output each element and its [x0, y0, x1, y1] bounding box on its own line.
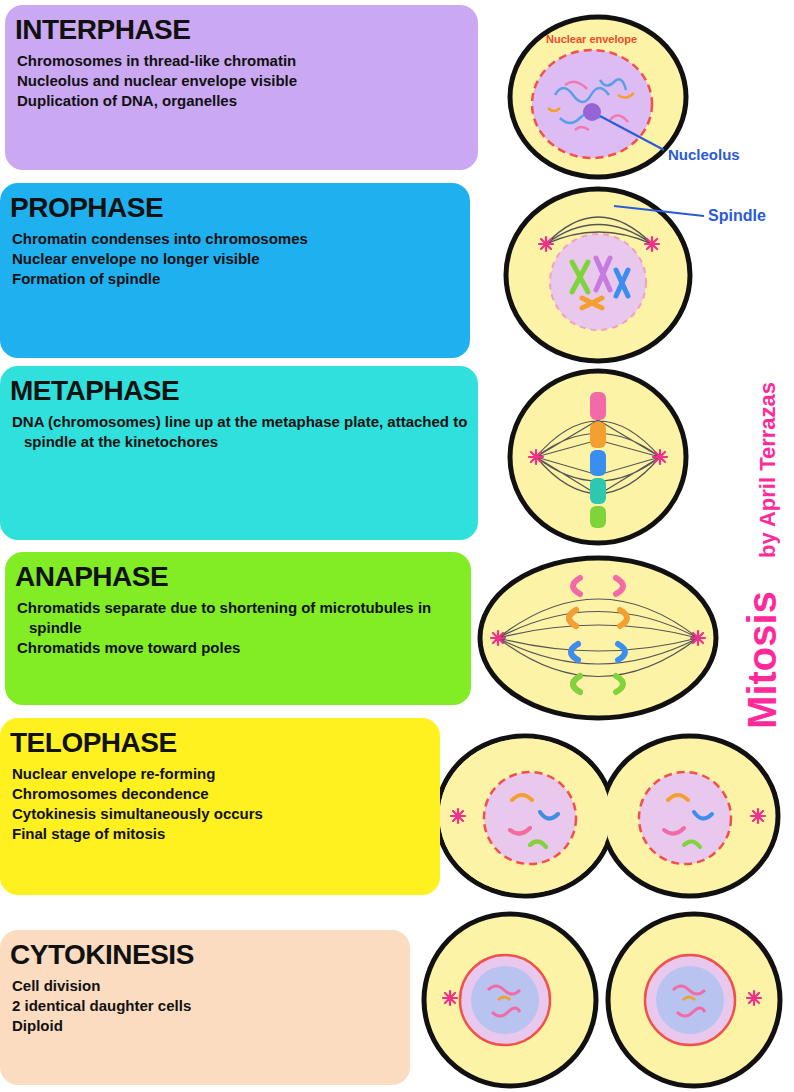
phase-note: Duplication of DNA, organelles [15, 91, 468, 111]
prophase-cell [506, 189, 704, 361]
phase-note: Cell division [10, 976, 400, 996]
phase-heading: CYTOKINESIS [10, 938, 400, 972]
metaphase-cell [510, 371, 686, 543]
phase-box: METAPHASE DNA (chromosomes) line up at th… [0, 366, 478, 540]
nuclear-envelope-label: Nuclear envelope [546, 33, 637, 45]
phase-box: TELOPHASE Nuclear envelope re-formingChro… [0, 718, 440, 895]
phase-note: Formation of spindle [10, 269, 460, 289]
interphase-cell [510, 17, 686, 177]
phase-note: Chromatids separate due to shortening of… [15, 598, 461, 638]
anaphase-cell [480, 558, 716, 718]
phase-note: Diploid [10, 1016, 400, 1036]
author-label: by April Terrazas [755, 382, 781, 558]
phase-note: Chromatids move toward poles [15, 638, 461, 658]
phase-heading: INTERPHASE [15, 13, 468, 47]
phase-note: Chromosomes decondence [10, 784, 430, 804]
nucleolus-label: Nucleolus [668, 146, 740, 163]
phase-note: Final stage of mitosis [10, 824, 430, 844]
phase-note: DNA (chromosomes) line up at the metapha… [10, 412, 468, 452]
phase-heading: ANAPHASE [15, 560, 461, 594]
phase-note: Cytokinesis simultaneously occurs [10, 804, 430, 824]
spindle-label: Spindle [708, 207, 766, 225]
phase-heading: METAPHASE [10, 374, 468, 408]
phase-box: CYTOKINESIS Cell division2 identical daug… [0, 930, 410, 1085]
phase-note: Nucleolus and nuclear envelope visible [15, 71, 468, 91]
phase-note: Nuclear envelope no longer visible [10, 249, 460, 269]
daughter-cells [424, 914, 780, 1086]
phase-note: Chromosomes in thread-like chromatin [15, 51, 468, 71]
phase-note: Nuclear envelope re-forming [10, 764, 430, 784]
phase-box: PROPHASE Chromatin condenses into chromos… [0, 183, 470, 358]
phase-heading: TELOPHASE [10, 726, 430, 760]
phase-note: Chromatin condenses into chromosomes [10, 229, 460, 249]
telophase-cell [437, 736, 778, 896]
phase-box: INTERPHASE Chromosomes in thread-like chr… [5, 5, 478, 170]
phase-note: 2 identical daughter cells [10, 996, 400, 1016]
phase-box: ANAPHASE Chromatids separate due to short… [5, 552, 471, 705]
title-label: Mitosis [740, 591, 785, 729]
phase-heading: PROPHASE [10, 191, 460, 225]
